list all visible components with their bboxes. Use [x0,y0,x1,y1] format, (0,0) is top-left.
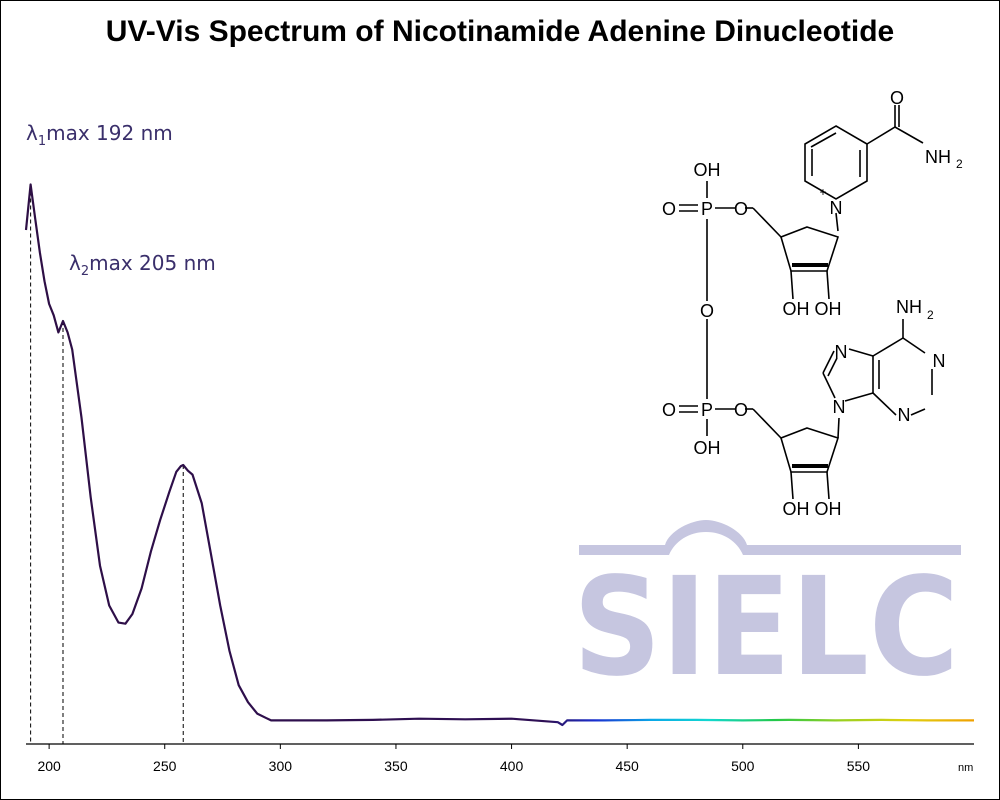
peak-label-2: λ2max 205 nm [69,251,216,279]
mol-p-2: P [701,400,713,420]
mol-n-pyridinium: N [830,198,843,218]
x-axis-ticks: 200 250 300 350 400 450 500 550 [37,744,870,774]
mol-nh2-amide: NH [925,147,951,167]
chart-title: UV-Vis Spectrum of Nicotinamide Adenine … [105,15,895,48]
x-tick-label-250: 250 [153,758,177,774]
watermark-arc [579,520,961,555]
watermark-text: SIELC [573,549,959,707]
nad-structure-diagram [679,105,933,500]
x-axis-unit-label: nm [958,762,973,774]
x-tick-label-300: 300 [269,758,293,774]
mol-nh2-purine-sub: 2 [927,308,934,322]
peak-label-1: λ1max 192 nm [26,121,173,149]
x-tick-label-450: 450 [615,758,639,774]
mol-oh-top: OH [694,160,721,180]
peak-annotations: λ1max 192 nm λ2max 205 nm [26,121,216,279]
x-tick-label-550: 550 [847,758,871,774]
mol-ohoh-2: OH OH [782,499,841,519]
x-tick-label-200: 200 [37,758,61,774]
mol-nh2-amide-sub: 2 [956,157,963,171]
mol-o-double-2: O [662,400,676,420]
mol-n-7: N [835,342,848,362]
mol-o-bridge: O [700,301,714,321]
mol-o-ester-1: O [734,199,748,219]
mol-o-ester-2: O [734,400,748,420]
mol-ohoh-1: OH OH [782,299,841,319]
mol-n-3: N [898,405,911,425]
mol-o-carbonyl: O [890,88,904,108]
nad-structure-labels: OH O P O O O P O OH O NH 2 N + OH OH NH … [662,88,963,519]
mol-nh2-purine: NH [896,297,922,317]
mol-n-9: N [833,397,846,417]
peak-marker-lines [30,184,184,744]
sielc-watermark: SIELC [573,520,961,707]
x-tick-label-500: 500 [731,758,755,774]
x-tick-label-400: 400 [500,758,524,774]
mol-o-double-1: O [662,199,676,219]
mol-oh-bottom: OH [694,438,721,458]
mol-p-1: P [701,199,713,219]
mol-n-1: N [933,351,946,371]
x-tick-label-350: 350 [384,758,408,774]
spectrum-line [24,183,974,727]
mol-plus-charge: + [819,185,826,199]
